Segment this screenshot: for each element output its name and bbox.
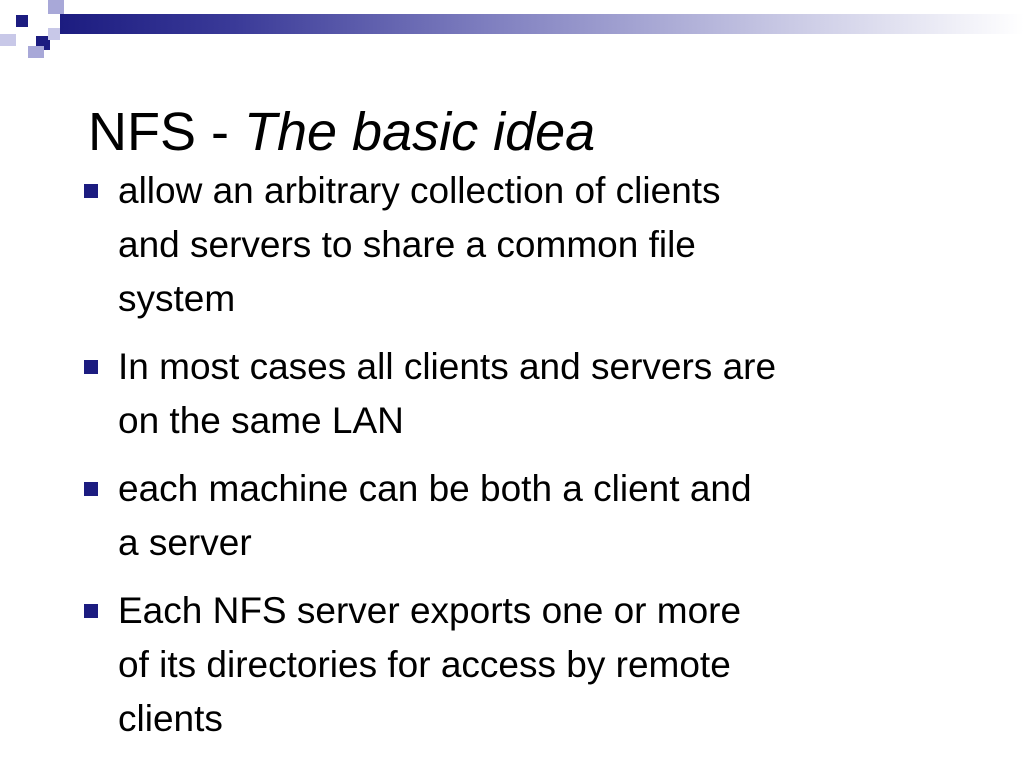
slide-title-emphasis: The basic idea	[244, 102, 596, 162]
decorative-square	[48, 0, 64, 14]
bullet-text-line: on the same LAN	[118, 400, 404, 441]
bullet-text-line: Each NFS server exports one or more	[118, 590, 742, 631]
bullet-text-line: each machine can be both a client and	[118, 468, 752, 509]
slide-title-prefix: NFS -	[88, 102, 244, 162]
bullet-text-line: In most cases all clients and servers ar…	[118, 346, 777, 387]
decorative-square	[16, 15, 28, 27]
bullet-item: allow an arbitrary collection of clients…	[82, 164, 962, 326]
header-gradient-band	[60, 14, 1024, 34]
bullet-item: each machine can be both a client and a …	[82, 462, 962, 570]
bullet-text-line: a server	[118, 522, 252, 563]
bullet-item: In most cases all clients and servers ar…	[82, 340, 962, 448]
slide-title: NFS - The basic idea	[88, 100, 595, 164]
bullet-text-line: and servers to share a common file	[118, 224, 696, 265]
square-bullet-icon	[84, 604, 98, 618]
bullet-list: allow an arbitrary collection of clients…	[82, 164, 962, 760]
decorative-square	[28, 46, 44, 58]
bullet-item: Each NFS server exports one or more of i…	[82, 584, 962, 746]
bullet-text-line: system	[118, 278, 236, 319]
square-bullet-icon	[84, 482, 98, 496]
square-bullet-icon	[84, 360, 98, 374]
square-bullet-icon	[84, 184, 98, 198]
decorative-square	[0, 34, 16, 46]
decorative-square	[48, 28, 60, 40]
bullet-text-line: allow an arbitrary collection of clients	[118, 170, 721, 211]
bullet-text-line: of its directories for access by remote	[118, 644, 731, 685]
bullet-text-line: clients	[118, 698, 223, 739]
